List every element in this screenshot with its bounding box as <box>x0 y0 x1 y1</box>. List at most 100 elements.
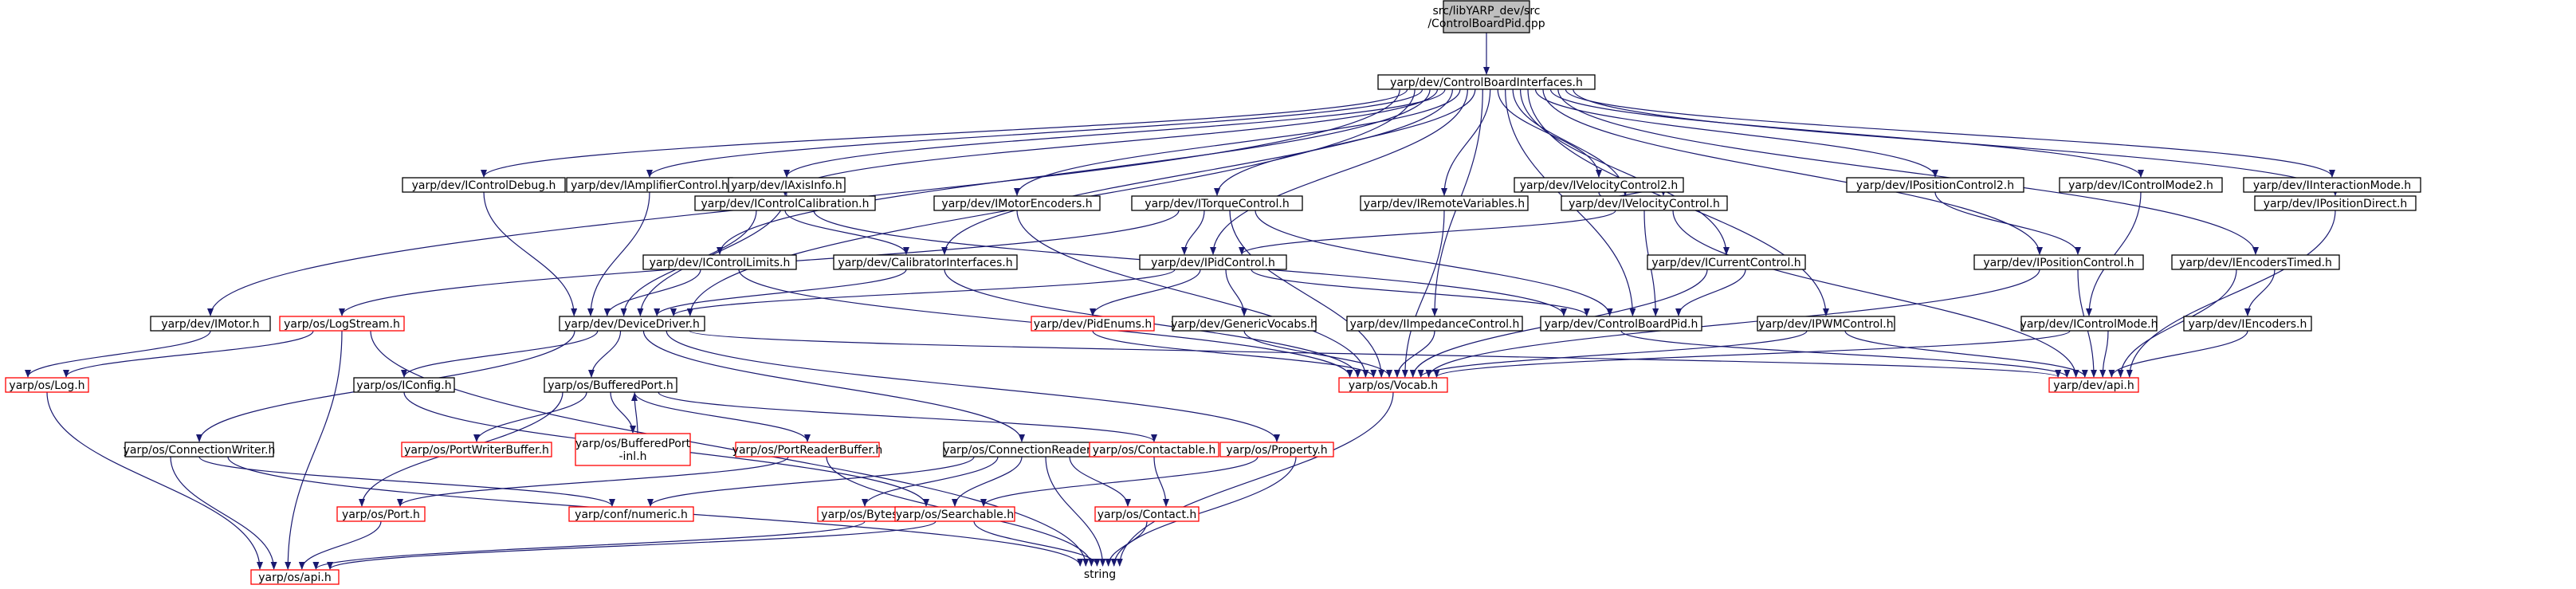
nodes-layer: src/libYARP_dev/src/ControlBoardPid.cppy… <box>5 0 2421 585</box>
node-gv[interactable]: yarp/dev/GenericVocabs.h <box>1171 316 1317 332</box>
node-box <box>1219 442 1334 457</box>
node-label: yarp/dev/DeviceDriver.h <box>564 318 700 331</box>
node-ipid[interactable]: yarp/dev/IPidControl.h <box>1139 254 1287 270</box>
node-contactable[interactable]: yarp/os/Contactable.h <box>1089 442 1219 457</box>
node-pwb[interactable]: yarp/os/PortWriterBuffer.h <box>401 442 552 457</box>
edge-n_cbi-to-n_iai <box>783 88 1446 178</box>
node-prb[interactable]: yarp/os/PortReaderBuffer.h <box>732 442 883 457</box>
node-box <box>1514 177 1684 193</box>
node-box <box>150 316 271 332</box>
node-bp[interactable]: yarp/os/BufferedPort.h <box>544 377 677 393</box>
node-label: yarp/os/ConnectionReader.h <box>943 444 1101 457</box>
edge-n_cr-to-n_searchable <box>952 456 1023 507</box>
node-label: yarp/dev/ControlBoardInterfaces.h <box>1390 77 1583 89</box>
node-string[interactable]: string <box>1084 568 1116 581</box>
node-pidenums[interactable]: yarp/dev/PidEnums.h <box>1031 316 1155 332</box>
node-ime[interactable]: yarp/dev/IMotorEncoders.h <box>933 195 1101 211</box>
edge-n_ipwm-to-n_vocab <box>1417 330 1808 378</box>
node-iet[interactable]: yarp/dev/IEncodersTimed.h <box>2171 254 2340 270</box>
node-cbpid[interactable]: yarp/dev/ControlBoardPid.h <box>1540 316 1702 332</box>
edge-n_searchable-to-n_string <box>973 520 1101 567</box>
node-label: yarp/os/Searchable.h <box>896 509 1014 521</box>
node-ienc[interactable]: yarp/dev/IEncoders.h <box>2183 316 2312 332</box>
node-icm2[interactable]: yarp/dev/IControlMode2.h <box>2059 177 2223 193</box>
edge-n_cw-to-n_numeric <box>198 456 615 507</box>
node-ipd[interactable]: yarp/dev/IPositionDirect.h <box>2254 195 2417 211</box>
node-ipc2[interactable]: yarp/dev/IPositionControl2.h <box>1846 177 2024 193</box>
node-irv[interactable]: yarp/dev/IRemoteVariables.h <box>1360 195 1529 211</box>
node-box <box>1346 316 1523 332</box>
node-label: yarp/dev/IEncodersTimed.h <box>2179 257 2332 269</box>
node-numeric[interactable]: yarp/conf/numeric.h <box>568 506 694 522</box>
node-ivc2[interactable]: yarp/dev/IVelocityControl2.h <box>1514 177 1684 193</box>
edge-n_icc-to-n_calib <box>784 210 909 255</box>
node-box <box>735 442 880 457</box>
node-label: yarp/dev/IInteractionMode.h <box>2253 179 2411 192</box>
node-root: src/libYARP_dev/src/ControlBoardPid.cpp <box>1427 0 1545 33</box>
node-box <box>1089 442 1219 457</box>
node-imotor[interactable]: yarp/dev/IMotor.h <box>150 316 271 332</box>
node-label: yarp/dev/IImpedanceControl.h <box>1350 318 1520 331</box>
node-iai[interactable]: yarp/dev/IAxisInfo.h <box>728 177 846 193</box>
edge-n_ipid-to-n_cbpid <box>1251 269 1590 316</box>
edge-n_cbi-to-n_ime <box>1014 88 1461 196</box>
node-port[interactable]: yarp/os/Port.h <box>336 506 426 522</box>
node-label: yarp/dev/CalibratorInterfaces.h <box>838 257 1012 269</box>
node-label: yarp/dev/ICurrentControl.h <box>1651 257 1800 269</box>
node-icm[interactable]: yarp/dev/IControlMode.h <box>2020 316 2158 332</box>
node-vocab[interactable]: yarp/os/Vocab.h <box>1338 377 1448 393</box>
edge-n_ipid-to-n_pidenums <box>1090 269 1201 316</box>
edge-n_icm2-to-n_icm <box>2086 191 2142 316</box>
node-property[interactable]: yarp/os/Property.h <box>1219 442 1334 457</box>
node-bpinl[interactable]: yarp/os/BufferedPort-inl.h <box>575 433 691 466</box>
node-label: yarp/os/Port.h <box>342 509 420 521</box>
node-icl[interactable]: yarp/dev/IControlLimits.h <box>642 254 797 270</box>
edge-n_cbi-to-n_icd <box>481 88 1408 178</box>
node-iconfig[interactable]: yarp/os/IConfig.h <box>353 377 455 393</box>
node-label: yarp/os/BufferedPort <box>575 438 691 450</box>
node-icc[interactable]: yarp/dev/IControlCalibration.h <box>694 195 876 211</box>
edge-n_cbi-to-n_iet <box>1557 88 2259 255</box>
node-label: yarp/dev/PidEnums.h <box>1034 318 1152 331</box>
node-devapi[interactable]: yarp/dev/api.h <box>2048 377 2139 393</box>
node-itc[interactable]: yarp/dev/ITorqueControl.h <box>1131 195 1303 211</box>
node-label: yarp/os/Contactable.h <box>1093 444 1216 457</box>
node-ipc[interactable]: yarp/dev/IPositionControl.h <box>1973 254 2144 270</box>
node-cr[interactable]: yarp/os/ConnectionReader.h <box>943 442 1101 457</box>
node-label: yarp/dev/IPidControl.h <box>1151 257 1275 269</box>
node-icd[interactable]: yarp/dev/IControlDebug.h <box>402 177 566 193</box>
node-iimp[interactable]: yarp/dev/IImpedanceControl.h <box>1346 316 1523 332</box>
node-cw[interactable]: yarp/os/ConnectionWriter.h <box>124 442 276 457</box>
node-logstream[interactable]: yarp/os/LogStream.h <box>279 316 405 332</box>
node-iim[interactable]: yarp/dev/IInteractionMode.h <box>2243 177 2421 193</box>
node-label: yarp/os/Contact.h <box>1098 509 1197 521</box>
node-box <box>1443 0 1530 33</box>
node-log[interactable]: yarp/os/Log.h <box>5 377 89 393</box>
edge-n_property-to-n_string <box>1110 456 1297 567</box>
node-label: yarp/dev/IControlDebug.h <box>412 179 556 192</box>
node-ivc[interactable]: yarp/dev/IVelocityControl.h <box>1561 195 1728 211</box>
node-bytes[interactable]: yarp/os/Bytes.h <box>817 506 913 522</box>
node-label: yarp/os/PortReaderBuffer.h <box>732 444 883 457</box>
node-box <box>402 177 566 193</box>
node-box <box>544 377 677 393</box>
node-iac[interactable]: yarp/dev/IAmplifierControl.h <box>566 177 733 193</box>
node-searchable[interactable]: yarp/os/Searchable.h <box>894 506 1015 522</box>
node-label: yarp/dev/IAmplifierControl.h <box>571 179 728 192</box>
node-ipwm[interactable]: yarp/dev/IPWMControl.h <box>1757 316 1895 332</box>
edge-n_ipid-to-n_dd <box>670 269 1176 316</box>
node-osapi[interactable]: yarp/os/api.h <box>250 569 340 585</box>
edge-n_ipwm-to-n_devapi <box>1844 330 2088 378</box>
edge-n_iet-to-n_ienc <box>2244 269 2276 316</box>
edge-n_logstream-to-n_osapi <box>285 330 343 570</box>
node-dd[interactable]: yarp/dev/DeviceDriver.h <box>559 316 705 332</box>
edge-n_itc-to-n_ipid <box>1181 210 1205 255</box>
node-icur[interactable]: yarp/dev/ICurrentControl.h <box>1647 254 1806 270</box>
node-contact[interactable]: yarp/os/Contact.h <box>1094 506 1200 522</box>
edge-n_icm-to-n_vocab <box>1433 330 2071 378</box>
node-cbi[interactable]: yarp/dev/ControlBoardInterfaces.h <box>1377 74 1596 90</box>
node-label: yarp/dev/IVelocityControl2.h <box>1520 179 1679 192</box>
node-calib[interactable]: yarp/dev/CalibratorInterfaces.h <box>833 254 1018 270</box>
node-box <box>2243 177 2421 193</box>
node-box <box>1561 195 1728 211</box>
